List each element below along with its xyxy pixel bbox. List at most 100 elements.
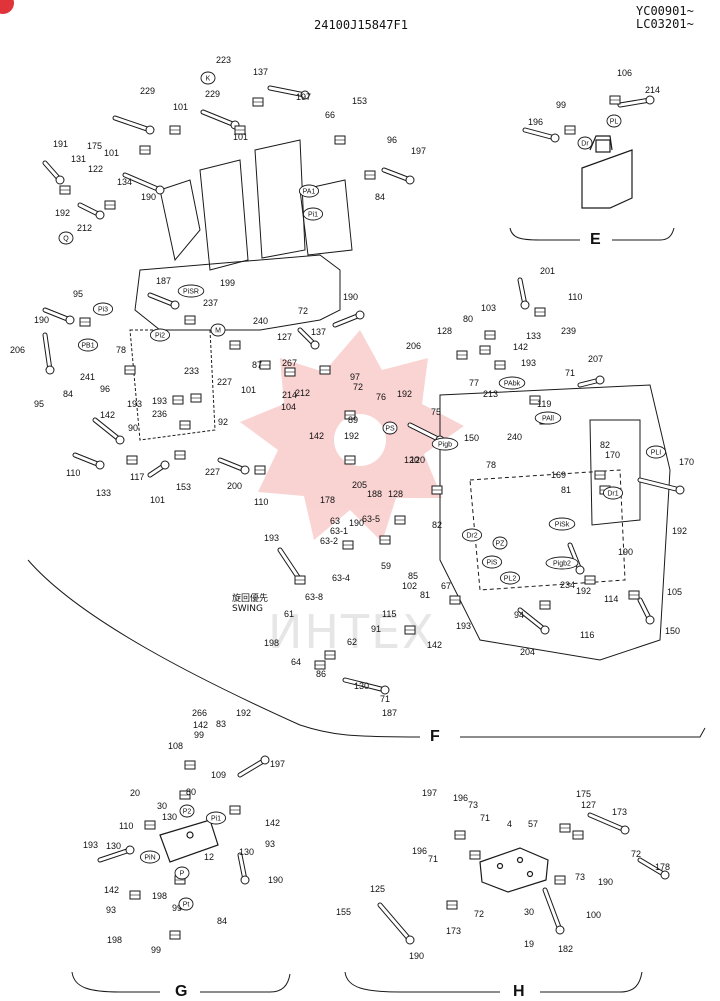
callout-main-36: 96 xyxy=(100,384,110,394)
svg-text:Pi3: Pi3 xyxy=(98,307,108,314)
watermark-logo xyxy=(240,330,464,542)
callout-right-26: 169 xyxy=(551,470,566,480)
fitting-elbow-46 xyxy=(144,820,156,830)
main-valve-body xyxy=(129,139,671,661)
callout-right-15: 240 xyxy=(507,432,522,442)
fitting-elbow-22 xyxy=(344,455,356,465)
callout-right-3: 239 xyxy=(561,326,576,336)
callout-right-20: 78 xyxy=(486,460,496,470)
fitting-elbow-15 xyxy=(172,395,184,405)
fitting-elbow-10 xyxy=(184,315,196,325)
callout-sec_H-13: 125 xyxy=(370,884,385,894)
callout-main-29: 190 xyxy=(343,292,358,302)
fitting-elbow-56 xyxy=(554,875,566,885)
callout-main-7: 153 xyxy=(352,96,367,106)
callout-main-24: 190 xyxy=(34,315,49,325)
callout-lower-2: 63-5 xyxy=(362,514,380,524)
callout-right-16: 192 xyxy=(397,389,412,399)
callout-main-30: 206 xyxy=(10,345,25,355)
swing-label-en: SWING xyxy=(232,604,263,614)
fitting-26 xyxy=(240,875,250,885)
fitting-elbow-3 xyxy=(252,97,264,107)
port-tag-16: Dr1 xyxy=(602,486,624,500)
fitting-elbow-52 xyxy=(454,830,466,840)
serial-range-1: YC00901~ xyxy=(636,4,694,18)
callout-main-43: 214 xyxy=(282,390,297,400)
swing-priority-label: 旋回優先 SWING xyxy=(232,594,268,614)
callout-lower-16: 193 xyxy=(456,621,471,631)
svg-text:PiSR: PiSR xyxy=(183,289,199,296)
fitting-15 xyxy=(240,465,250,475)
svg-text:PAbk: PAbk xyxy=(504,381,521,388)
fitting-elbow-13 xyxy=(284,367,296,377)
callout-sec_G-25: 84 xyxy=(217,916,227,926)
fitting-elbow-6 xyxy=(59,185,71,195)
callout-main-22: 199 xyxy=(220,278,235,288)
callout-main-2: 197 xyxy=(296,92,311,102)
callout-sec_H-21: 190 xyxy=(409,951,424,961)
fitting-elbow-23 xyxy=(342,540,354,550)
port-tag-11: Dr2 xyxy=(461,528,483,542)
callout-lower-7: 85 xyxy=(408,571,418,581)
fitting-elbow-30 xyxy=(494,360,506,370)
svg-text:P2: P2 xyxy=(183,809,192,816)
fitting-33 xyxy=(645,95,655,105)
fitting-28 xyxy=(555,925,565,935)
section-letter-h: H xyxy=(513,983,525,1000)
fitting-24 xyxy=(380,685,390,695)
svg-text:PiSk: PiSk xyxy=(555,522,570,529)
port-tag-5: PiSR xyxy=(177,284,205,298)
callout-right-38: 150 xyxy=(665,626,680,636)
callout-main-65: 178 xyxy=(320,495,335,505)
port-tag-24: Pi1 xyxy=(205,811,227,825)
fitting-elbow-33 xyxy=(529,395,541,405)
port-label-layer: PA1Pi1Pi3Pi2PB1PiSRMPSPigbPAbkPAllDr2PiS… xyxy=(58,71,667,911)
callout-sec_H-14: 155 xyxy=(336,907,351,917)
callout-sec_H-9: 71 xyxy=(428,854,438,864)
callout-main-56: 110 xyxy=(66,468,80,478)
callout-right-11: 206 xyxy=(406,341,421,351)
callout-main-64: 205 xyxy=(352,480,367,490)
fitting-elbow-43 xyxy=(294,575,306,585)
port-tag-23: P2 xyxy=(179,804,195,818)
callout-main-38: 233 xyxy=(184,366,199,376)
callout-lower-10: 81 xyxy=(420,590,430,600)
callout-sec_G-15: 93 xyxy=(265,839,275,849)
callout-main-12: 175 xyxy=(87,141,102,151)
callout-lower-3: 63-1 xyxy=(330,526,348,536)
fitting-elbow-58 xyxy=(609,95,621,105)
parts-layer xyxy=(42,85,685,945)
svg-text:Pi1: Pi1 xyxy=(308,212,318,219)
callout-main-66: 188 xyxy=(367,489,382,499)
callout-sec_H-18: 30 xyxy=(524,907,534,917)
svg-text:Pigb2: Pigb2 xyxy=(553,561,571,568)
port-tag-4: PB1 xyxy=(77,338,99,352)
callout-lower-21: 86 xyxy=(316,669,326,679)
port-tag-25: PiN xyxy=(139,850,161,864)
callout-right-17: 75 xyxy=(431,407,441,417)
fitting-elbow-55 xyxy=(572,830,584,840)
callout-main-20: 84 xyxy=(375,192,385,202)
callout-main-42: 267 xyxy=(282,358,297,368)
callout-right-29: 82 xyxy=(432,520,442,530)
callout-right-12: 77 xyxy=(469,378,479,388)
fitting-27 xyxy=(405,935,415,945)
callout-main-34: 84 xyxy=(63,389,73,399)
fitting-elbow-59 xyxy=(564,125,576,135)
callout-main-40: 101 xyxy=(241,385,256,395)
svg-text:PiS: PiS xyxy=(487,560,498,567)
callout-main-13: 131 xyxy=(71,154,86,164)
callout-sec_G-22: 93 xyxy=(106,905,116,915)
callout-right-18: 150 xyxy=(464,433,479,443)
callout-right-25: 81 xyxy=(561,485,571,495)
port-tag-3: Pi2 xyxy=(149,328,171,342)
callout-sec_G-5: 108 xyxy=(168,741,183,751)
fitting-elbow-42 xyxy=(314,660,326,670)
fitting-elbow-8 xyxy=(79,317,91,327)
port-tag-19: PL xyxy=(606,114,622,128)
svg-text:PA1: PA1 xyxy=(303,189,316,196)
callout-right-34: 192 xyxy=(576,586,591,596)
fitting-elbow-26 xyxy=(431,485,443,495)
